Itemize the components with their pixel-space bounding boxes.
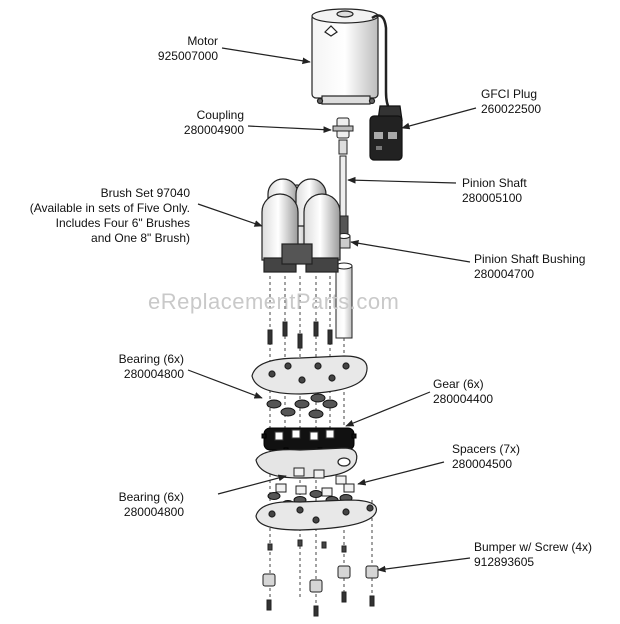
label-spacers: Spacers (7x) 280004500: [452, 442, 520, 472]
arrow-bearing-lower: [217, 474, 287, 495]
brush-front-right: [303, 193, 341, 273]
label-brush-set: Brush Set 97040 (Available in sets of Fi…: [30, 186, 190, 246]
label-motor: Motor 925007000: [158, 34, 218, 64]
coupling-number: 280004900: [183, 123, 244, 137]
motor-name: Motor: [187, 34, 218, 48]
arrow-brush-set: [197, 203, 263, 227]
brush-set-line3: Includes Four 6" Brushes: [55, 216, 190, 230]
pinion-shaft-bushing-number: 280004700: [474, 267, 535, 281]
gear-number: 280004400: [433, 392, 494, 406]
bearing-upper-number: 280004800: [123, 367, 184, 381]
upper-plate-part: [251, 355, 368, 395]
arrow-bumper: [377, 557, 471, 573]
upper-bearings-part: [266, 393, 338, 419]
label-gear: Gear (6x) 280004400: [433, 377, 493, 407]
label-pinion-shaft: Pinion Shaft 280005100: [462, 176, 527, 206]
gfci-plug-number: 260022500: [481, 102, 542, 116]
lower-small-parts: [267, 539, 347, 553]
arrow-gfci: [401, 107, 477, 130]
bearing-lower-name: Bearing (6x): [118, 490, 184, 504]
gear-name: Gear (6x): [433, 377, 484, 391]
pinion-shaft-name: Pinion Shaft: [462, 176, 527, 190]
leader-arrows: [187, 47, 477, 573]
gfci-plug-name: GFCI Plug: [481, 87, 538, 101]
spacers-name: Spacers (7x): [452, 442, 521, 456]
coupling-part: [332, 117, 354, 155]
gfci-plug-part: [369, 105, 403, 161]
coupling-name: Coupling: [196, 108, 244, 122]
arrow-bearing-upper: [187, 369, 263, 399]
arrow-coupling: [247, 125, 332, 133]
watermark: eReplacementParts.com: [148, 289, 400, 314]
lower-plate-part: [255, 499, 378, 531]
bumper-number: 912893605: [474, 555, 535, 569]
brush-set-line2: (Available in sets of Five Only.: [29, 201, 190, 215]
label-pinion-shaft-bushing: Pinion Shaft Bushing 280004700: [474, 252, 585, 282]
pinion-shaft-bushing-name: Pinion Shaft Bushing: [474, 252, 586, 266]
arrow-pinion-shaft: [347, 176, 457, 184]
motor-part: [311, 8, 392, 111]
brush-set-line1: Brush Set 97040: [100, 186, 190, 200]
bearing-upper-name: Bearing (6x): [118, 352, 184, 366]
label-coupling: Coupling 280004900: [184, 108, 244, 138]
bumpers-part: [262, 565, 379, 617]
spacers-number: 280004500: [452, 457, 513, 471]
label-bumper: Bumper w/ Screw (4x) 912893605: [474, 540, 592, 570]
arrow-spacers: [357, 461, 445, 486]
middle-housing-part: [255, 447, 358, 479]
label-bearing-lower: Bearing (6x) 280004800: [119, 490, 184, 520]
brush-set-part: [261, 178, 341, 273]
bearing-lower-number: 280004800: [123, 505, 184, 519]
arrow-motor: [221, 47, 311, 65]
pinion-shaft-number: 280005100: [462, 191, 523, 205]
bumper-name: Bumper w/ Screw (4x): [474, 540, 593, 554]
spacers-part: [275, 467, 355, 497]
arrow-pinion-bushing: [350, 239, 471, 263]
label-gfci-plug: GFCI Plug 260022500: [481, 87, 541, 117]
arrow-gear: [345, 391, 431, 427]
brush-set-line4: and One 8" Brush): [91, 231, 190, 245]
motor-number: 925007000: [157, 49, 218, 63]
plate-screws: [267, 321, 333, 349]
label-bearing-upper: Bearing (6x) 280004800: [119, 352, 184, 382]
